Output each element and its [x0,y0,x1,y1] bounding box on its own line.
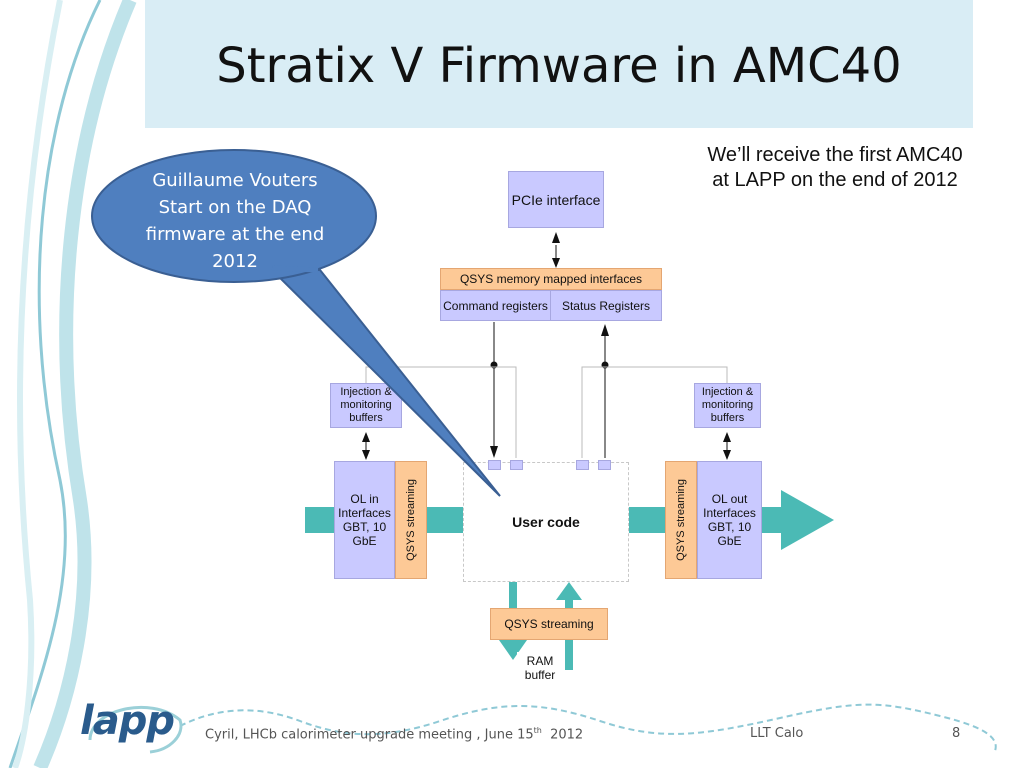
qsys-memory-mapped-box: QSYS memory mapped interfaces [440,268,662,290]
ram-buffer-label: RAM buffer [517,652,563,684]
callout-text: Guillaume Vouters Start on the DAQ firmw… [145,170,325,272]
footer-author: Cyril, LHCb calorimeter upgrade meeting … [205,726,583,742]
status-registers-box: Status Registers [550,290,662,321]
page-number: 8 [952,726,961,741]
port-square [598,460,611,470]
footer-author-sup: th [533,726,542,735]
qsys-streaming-left: QSYS streaming [395,461,427,579]
port-square [510,460,523,470]
slide-title: Stratix V Firmware in AMC40 [216,38,902,94]
footer-wave [180,703,997,752]
user-code-box: User code [463,462,629,582]
port-square [488,460,501,470]
ol-in-interfaces-box: OL in Interfaces GBT, 10 GbE [334,461,395,579]
qsys-streaming-right: QSYS streaming [665,461,697,579]
footer-author-suffix: 2012 [541,727,584,743]
ol-out-interfaces-box: OL out Interfaces GBT, 10 GbE [697,461,762,579]
title-band [145,0,973,128]
pcie-interface-box: PCIe interface [508,171,604,228]
injection-buffers-right: Injection & monitoring buffers [694,383,761,428]
qsys-streaming-bottom: QSYS streaming [490,608,608,640]
footer-center: LLT Calo [750,726,804,741]
lapp-logo-swoosh [88,705,183,754]
command-registers-box: Command registers [440,290,551,321]
note-text: We’ll receive the first AMC40 at LAPP on… [707,144,963,191]
injection-buffers-left: Injection & monitoring buffers [330,383,402,428]
port-square [576,460,589,470]
lapp-logo: lapp [80,698,175,744]
footer-author-prefix: Cyril, LHCb calorimeter upgrade meeting … [205,727,534,743]
decorative-swirl [8,0,137,768]
